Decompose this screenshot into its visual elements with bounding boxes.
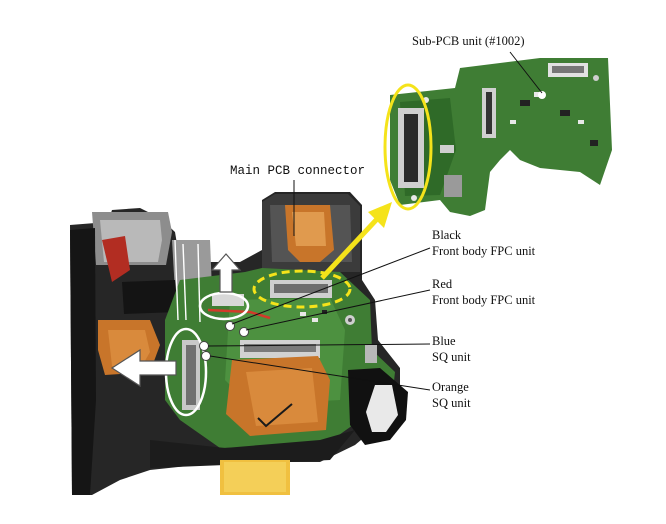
sub-pcb-label: Sub-PCB unit (#1002) [412,34,525,48]
black-label-sub: Front body FPC unit [432,244,536,258]
main-pcb-connector-label: Main PCB connector [230,164,366,178]
red-label-sub: Front body FPC unit [432,293,536,307]
blue-label-sub: SQ unit [432,350,471,364]
sub-pcb-connector-highlight [383,83,433,211]
blue-wire-marker [199,341,209,351]
camera-body-photo [70,192,408,495]
orange-label-sub: SQ unit [432,396,471,410]
arrow-up-icon [210,253,242,293]
blue-leader [207,343,431,347]
arrow-diagonal-icon [320,202,392,280]
orange-wire-marker [201,351,211,361]
black-leader [231,247,431,325]
blue-label-title: Blue [432,334,456,348]
main-pcb-connector-highlight [252,269,352,309]
orange-leader [209,355,431,391]
red-label-title: Red [432,277,453,291]
black-label-title: Black [432,228,462,242]
red-leader [245,289,431,331]
sub-pcb-leader [509,51,543,94]
sub-pcb-photo [390,58,612,216]
arrow-left-icon [110,348,177,388]
red-wire-marker [239,327,249,337]
orange-label-title: Orange [432,380,469,394]
top-connector-highlight [198,291,250,321]
black-wire-marker [225,321,235,331]
